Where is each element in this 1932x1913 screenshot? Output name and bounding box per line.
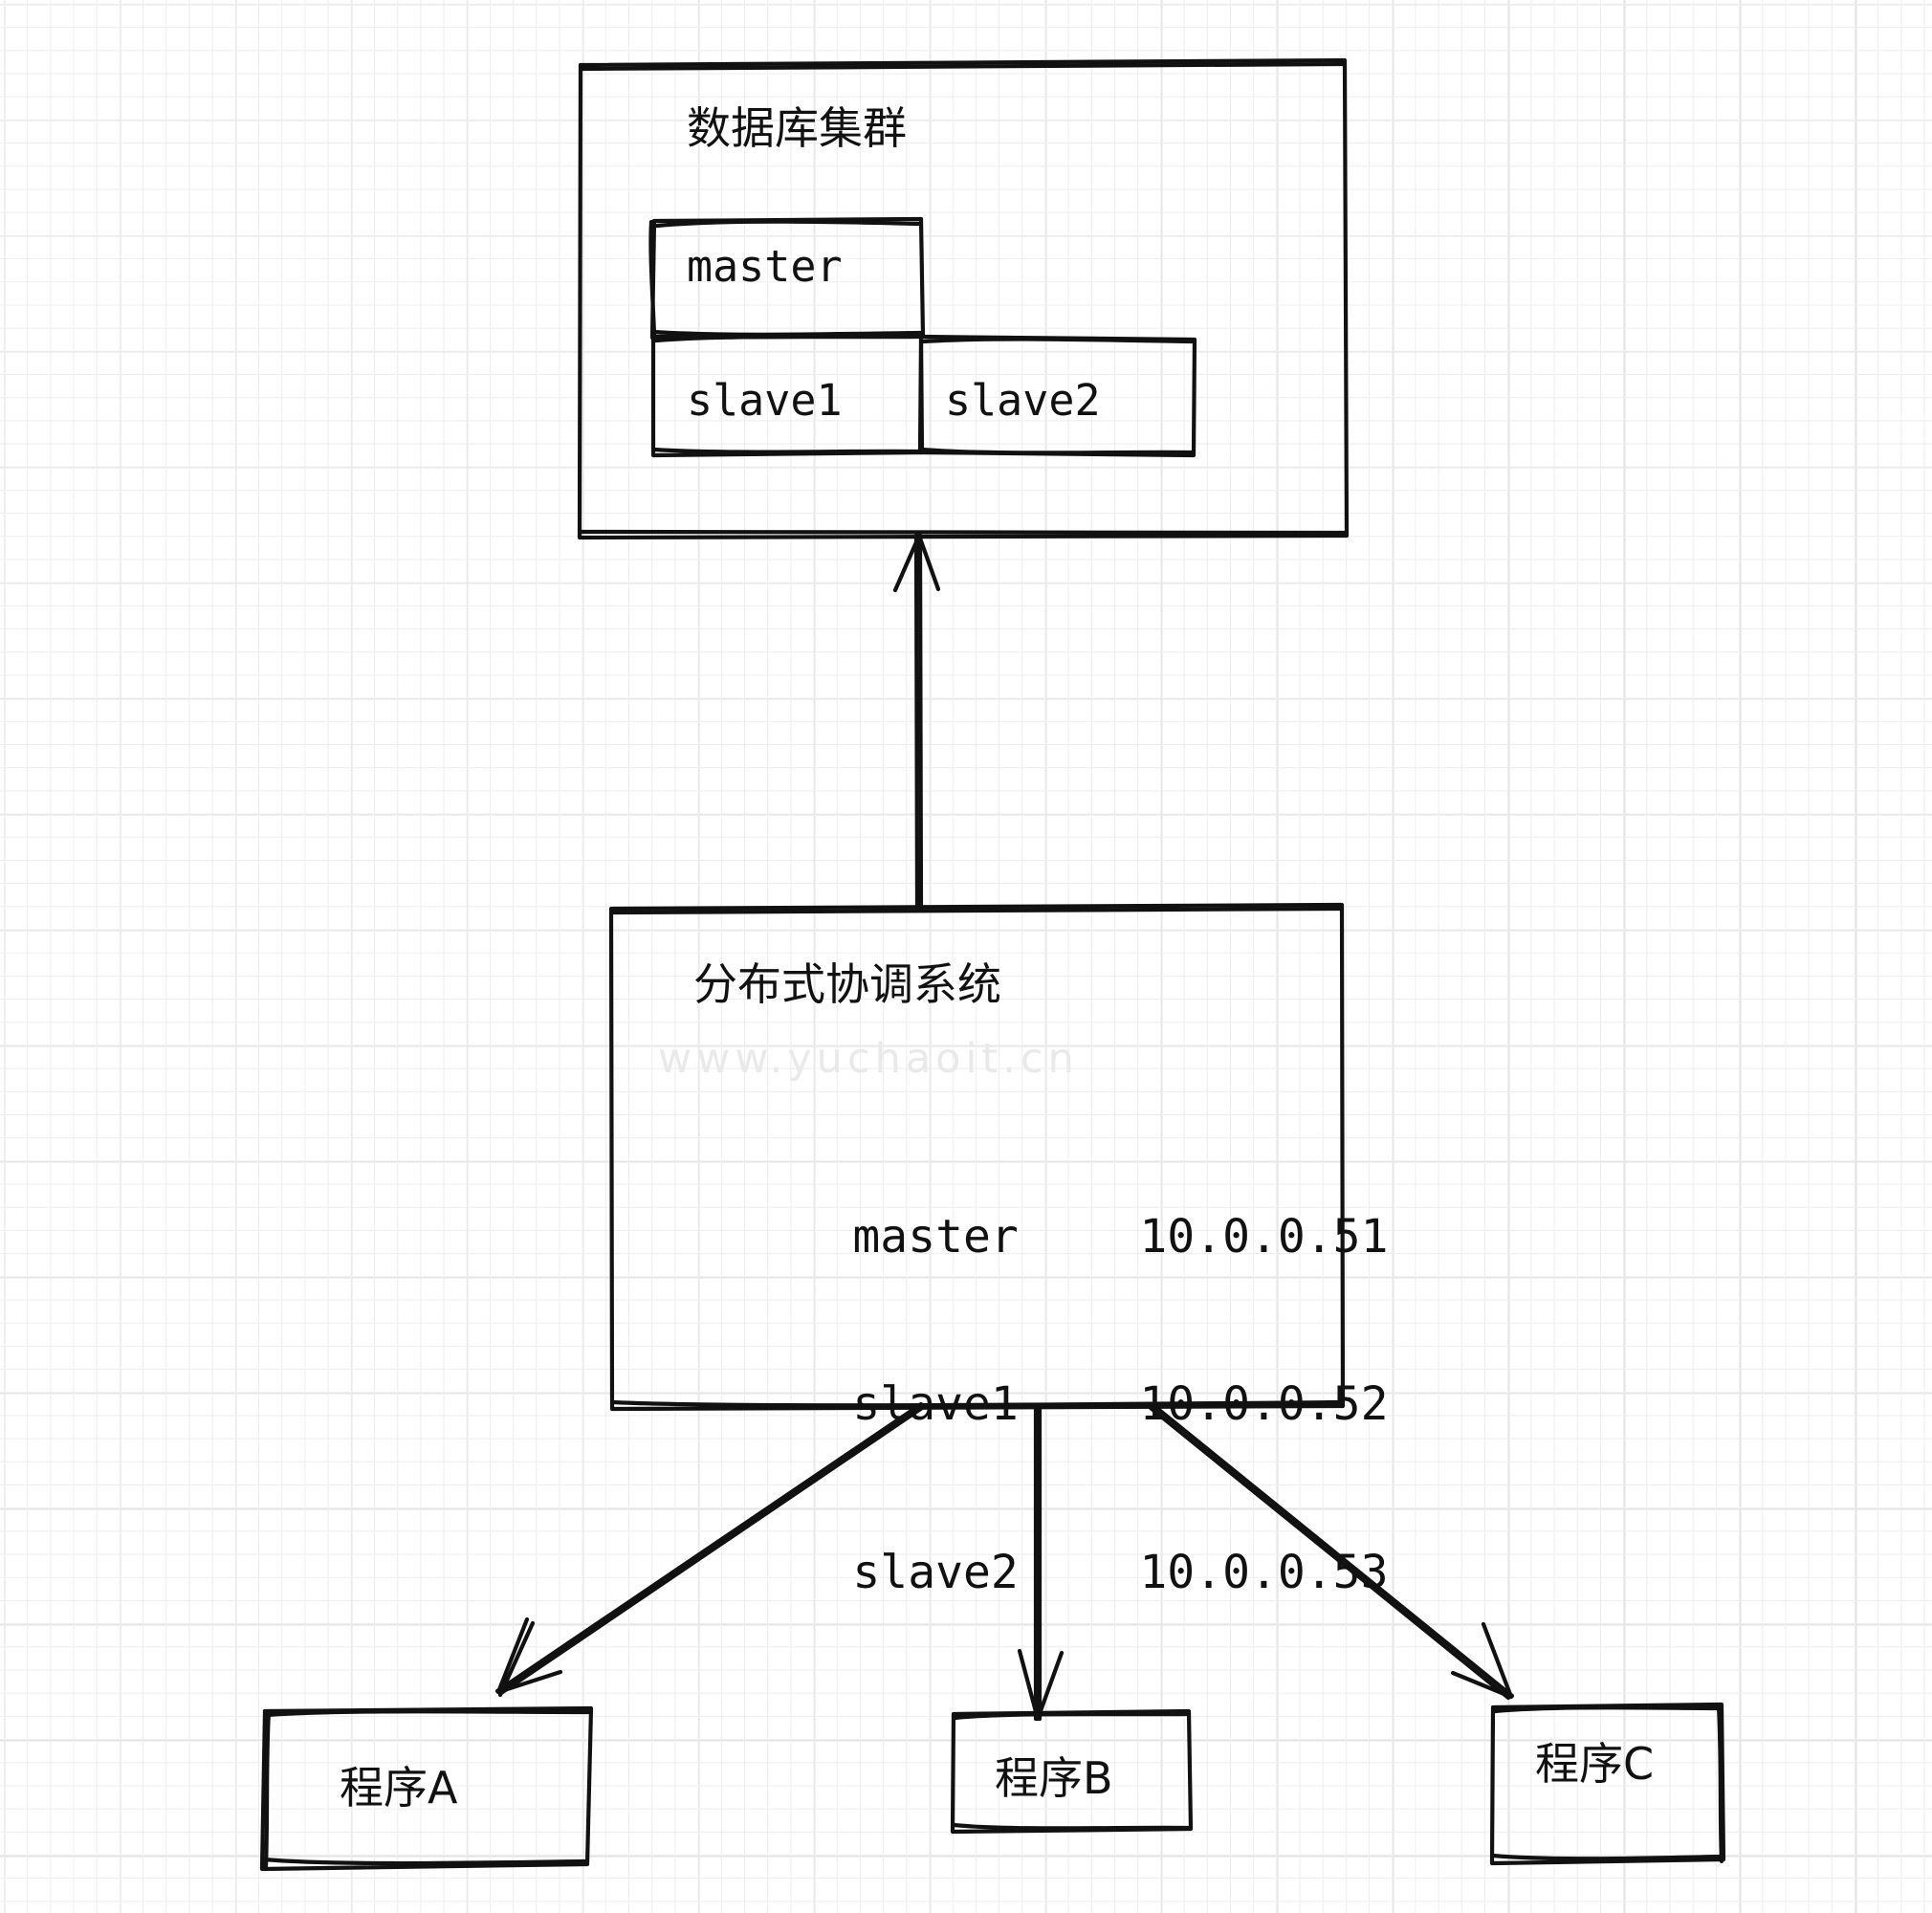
program-c-label: 程序C <box>1535 1738 1655 1790</box>
host-ip: 10.0.0.51 <box>1139 1209 1389 1264</box>
host-table-row: slave1 10.0.0.52 <box>687 1321 1388 1489</box>
host-name: master <box>852 1209 1019 1264</box>
master-node-label: master <box>687 241 843 292</box>
host-table-row: master 10.0.0.51 <box>687 1153 1388 1321</box>
host-ip: 10.0.0.53 <box>1139 1545 1389 1599</box>
arrow-coordinator-to-db-cluster <box>892 533 941 913</box>
coordinator-title: 分布式协调系统 <box>693 958 1001 1010</box>
host-table-row: slave2 10.0.0.53 <box>687 1488 1388 1657</box>
host-name: slave2 <box>852 1545 1019 1599</box>
program-a-label: 程序A <box>340 1762 458 1814</box>
host-ip: 10.0.0.52 <box>1139 1377 1389 1432</box>
program-b-label: 程序B <box>995 1752 1113 1804</box>
db-cluster-title: 数据库集群 <box>687 102 907 154</box>
host-name: slave1 <box>852 1377 1019 1432</box>
slave2-node-label: slave2 <box>945 375 1101 426</box>
watermark-text: www.yuchaoit.cn <box>658 1035 1079 1083</box>
slave1-node-label: slave1 <box>687 375 843 426</box>
coordinator-host-table: master 10.0.0.51 slave1 10.0.0.52 slave2 10… <box>687 1153 1388 1657</box>
